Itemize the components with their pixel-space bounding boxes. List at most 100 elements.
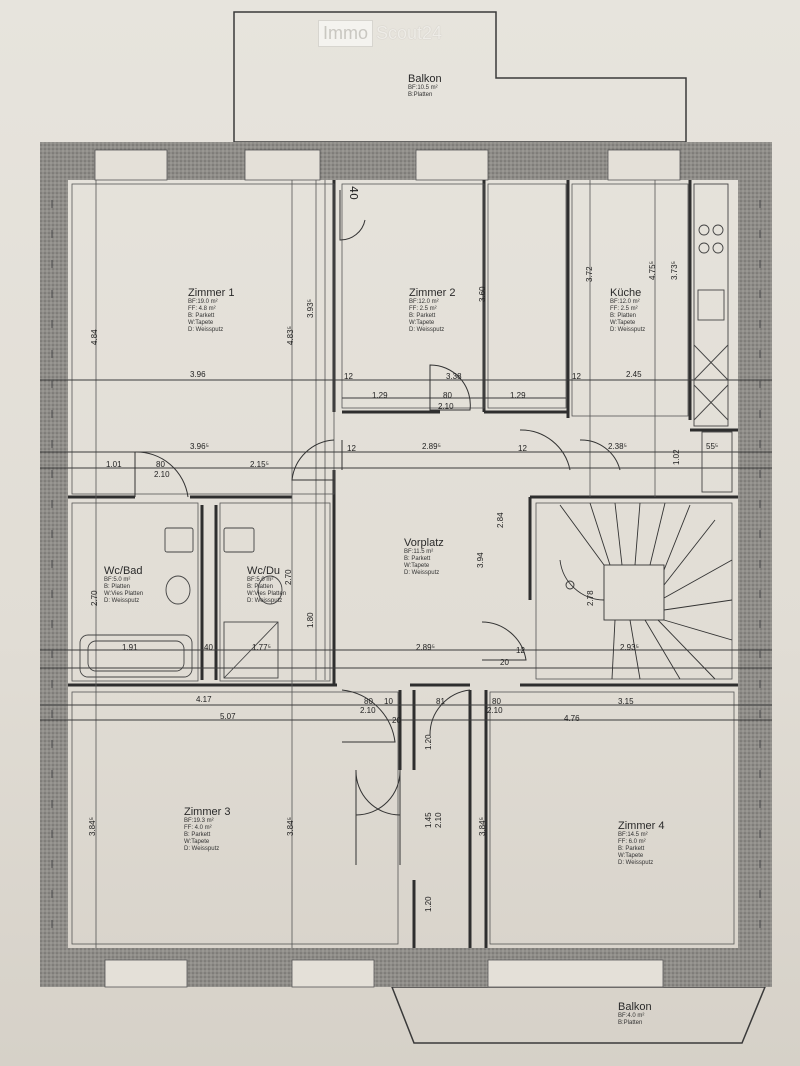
room-spec: BF:11.5 m² xyxy=(404,549,434,555)
room-spec: BF:12.0 m² xyxy=(610,299,640,305)
dimension-label: 12 xyxy=(516,646,525,655)
dimension-label: 1.91 xyxy=(122,643,138,652)
room-spec: FF: 4.8 m² xyxy=(188,306,216,312)
room-spec: BF:12.0 m² xyxy=(409,299,439,305)
balcony-bottom-outline xyxy=(390,986,767,1044)
dimension-label: 1.29 xyxy=(510,391,526,400)
room-spec: D: Weissputz xyxy=(404,570,440,576)
immoscout-watermark: Immo Scout24 xyxy=(318,18,442,48)
room-name: Balkon xyxy=(408,73,442,85)
dimension-label: 2.10 xyxy=(487,706,503,715)
dimension-label-vertical: 1.02 xyxy=(672,449,681,465)
dimension-label: 4.76 xyxy=(564,714,580,723)
dimension-label-vertical: 3.73⁵ xyxy=(670,261,679,280)
dimension-label-vertical: 3.84⁵ xyxy=(286,817,295,836)
handwritten-note: 40 xyxy=(347,186,360,200)
room-spec: W:Vies Platten xyxy=(104,591,144,597)
dimension-label: 80 xyxy=(443,391,452,400)
room-spec: B: Parkett xyxy=(184,832,211,838)
dimension-label-vertical: 2.78 xyxy=(586,590,595,606)
dimension-label: 5.07 xyxy=(220,712,236,721)
inner-outlines xyxy=(71,180,735,948)
kitchen-counter xyxy=(693,183,733,493)
room-spec: B: Platten xyxy=(247,584,274,590)
dimension-label-vertical: 3.84⁵ xyxy=(88,817,97,836)
room-spec: D: Weissputz xyxy=(188,327,224,333)
room-spec: W:Tapete xyxy=(404,563,430,569)
room-spec: BF:5.0 m² xyxy=(104,577,131,583)
room-spec: FF: 2.5 m² xyxy=(610,306,638,312)
room-spec: BF:19.0 m² xyxy=(188,299,218,305)
room-spec: D: Weissputz xyxy=(247,598,283,604)
room-spec: B:Platten xyxy=(618,1020,643,1026)
dimension-label-vertical: 4.84 xyxy=(90,329,99,345)
room-name: Zimmer 1 xyxy=(188,287,235,299)
logo-scout: Scout24 xyxy=(376,22,443,43)
room-zimmer-2: Zimmer 2 BF:12.0 m² FF: 2.5 m² B: Parket… xyxy=(409,287,455,334)
room-spec: B: Parkett xyxy=(409,313,436,319)
room-balkon-bottom: Balkon BF:4.0 m² B:Platten xyxy=(618,1001,652,1027)
wall-ticks xyxy=(51,200,761,940)
room-name: Wc/Bad xyxy=(104,565,143,577)
dimension-label: 3.96 xyxy=(190,370,206,379)
dimension-label: 2.89⁵ xyxy=(416,643,435,652)
room-spec: W:Tapete xyxy=(184,839,210,845)
dimension-label: 12 xyxy=(344,372,353,381)
room-spec: W:Tapete xyxy=(618,853,644,859)
dimension-label: 12 xyxy=(347,444,356,453)
room-spec: FF: 2.5 m² xyxy=(409,306,437,312)
dimension-label: 2.93⁵ xyxy=(620,643,639,652)
dimension-label: 55⁵ xyxy=(706,442,719,451)
room-spec: D: Weissputz xyxy=(409,327,445,333)
dimension-label-vertical: 4.75⁵ xyxy=(648,261,657,280)
room-spec: D: Weissputz xyxy=(618,860,654,866)
balcony-top-outline xyxy=(233,11,687,143)
room-spec: BF:14.5 m² xyxy=(618,832,648,838)
room-spec: B: Platten xyxy=(104,584,131,590)
dimension-label-vertical: 1.20 xyxy=(424,896,433,912)
dimension-label-vertical: 3.84⁵ xyxy=(478,817,487,836)
room-spec: D: Weissputz xyxy=(184,846,220,852)
dimension-label: 80 xyxy=(492,697,501,706)
room-spec: D: Weissputz xyxy=(104,598,140,604)
room-zimmer-1: Zimmer 1 BF:19.0 m² FF: 4.8 m² B: Parket… xyxy=(188,287,234,334)
room-spec: W:Vies Platten xyxy=(247,591,287,597)
dimension-label: 3.15 xyxy=(618,697,634,706)
dimension-label-vertical: 3.94 xyxy=(476,552,485,568)
room-balkon-top: Balkon BF:10.5 m² B:Platten xyxy=(408,73,442,99)
dimension-label: 1.29 xyxy=(372,391,388,400)
room-name: Zimmer 3 xyxy=(184,806,231,818)
room-vorplatz: Vorplatz BF:11.5 m² B: Parkett W:Tapete … xyxy=(404,537,444,577)
room-name: Zimmer 4 xyxy=(618,820,665,832)
sanitary-fixtures xyxy=(79,527,283,679)
room-spec: B: Parkett xyxy=(404,556,431,562)
room-name: Zimmer 2 xyxy=(409,287,456,299)
dimension-label: 20 xyxy=(500,658,509,667)
dimension-label: 2.45 xyxy=(626,370,642,379)
room-spec: B:Platten xyxy=(408,92,433,98)
dimension-label: 3.96⁵ xyxy=(190,442,209,451)
dimension-label: 10 xyxy=(384,697,393,706)
dimension-label: 3.38 xyxy=(446,372,462,381)
room-kueche: Küche BF:12.0 m² FF: 2.5 m² B: Platten W… xyxy=(610,287,645,334)
door-swings xyxy=(134,190,621,865)
dimension-label: 12 xyxy=(572,372,581,381)
room-spec: W:Tapete xyxy=(409,320,435,326)
room-zimmer-4: Zimmer 4 BF:14.5 m² FF: 6.0 m² B: Parket… xyxy=(618,820,664,867)
room-spec: D: Weissputz xyxy=(610,327,646,333)
dimension-label: 4.17 xyxy=(196,695,212,704)
room-spec: B: Parkett xyxy=(618,846,645,852)
dimension-lines xyxy=(40,379,772,721)
staircase xyxy=(559,502,733,680)
dimension-label-vertical: 2.70 xyxy=(90,590,99,606)
room-spec: BF:5.0 m² xyxy=(247,577,274,583)
room-spec: BF:4.0 m² xyxy=(618,1013,645,1019)
room-name: Balkon xyxy=(618,1001,652,1013)
room-spec: BF:19.3 m² xyxy=(184,818,214,824)
window-openings xyxy=(94,149,681,988)
dimension-label: 81 xyxy=(436,697,445,706)
room-spec: BF:10.5 m² xyxy=(408,85,438,91)
dimension-label: 2.10 xyxy=(154,470,170,479)
